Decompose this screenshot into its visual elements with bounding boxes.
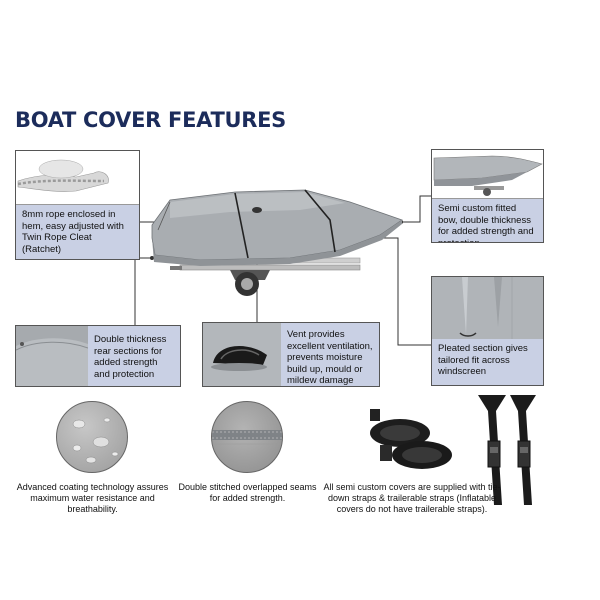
seam-caption: Double stitched overlapped seams for add…	[178, 482, 317, 503]
seam-photo	[211, 401, 283, 473]
water-droplets-photo	[56, 401, 128, 473]
rear-photo	[16, 326, 89, 386]
vent-photo	[203, 323, 281, 386]
pleat-photo	[432, 277, 543, 339]
trailerable-straps-photo	[478, 395, 536, 505]
rope-photo	[16, 151, 139, 205]
rope-feature-text: 8mm rope enclosed in hem, easy adjusted …	[22, 209, 124, 255]
coating-caption: Advanced coating technology assures maxi…	[16, 482, 169, 514]
pleat-feature-box: Pleated section gives tailored fit acros…	[431, 276, 544, 386]
bow-photo	[432, 150, 543, 199]
vent-feature-box: Vent provides excellent ventilation, pre…	[202, 322, 380, 387]
rear-feature-text: Double thickness rear sections for added…	[94, 334, 167, 380]
straps-caption: All semi custom covers are supplied with…	[323, 482, 501, 514]
pleat-feature-text: Pleated section gives tailored fit acros…	[438, 343, 528, 377]
rope-feature-box: 8mm rope enclosed in hem, easy adjusted …	[15, 150, 140, 260]
vent-feature-text: Vent provides excellent ventilation, pre…	[287, 329, 373, 386]
boat-cover-illustration	[151, 189, 403, 296]
rear-feature-box: Double thickness rear sections for added…	[15, 325, 181, 387]
bow-feature-box: Semi custom fitted bow, double thickness…	[431, 149, 544, 243]
bow-feature-text: Semi custom fitted bow, double thickness…	[438, 203, 534, 243]
tie-down-straps-photo	[370, 409, 452, 469]
page-title: BOAT COVER FEATURES	[15, 108, 286, 132]
